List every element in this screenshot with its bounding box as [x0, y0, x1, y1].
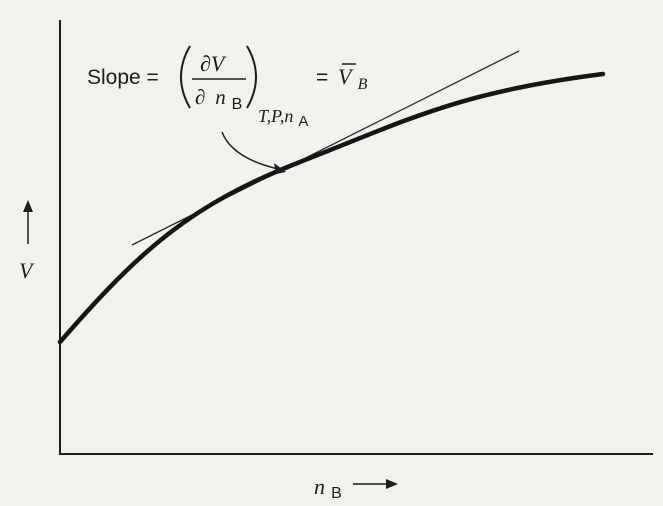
y-axis-arrowhead [23, 200, 33, 212]
constraints-subscript: T,P,n A [258, 106, 308, 130]
equals-sign: = [316, 66, 328, 89]
denominator-subscript: B [232, 96, 243, 113]
result-subscript: B [358, 76, 368, 93]
volume-curve [57, 71, 606, 345]
denominator-n: n [215, 85, 226, 109]
annotation-arrowhead [274, 163, 286, 174]
constraints-subscript-a: A [298, 113, 308, 130]
partial-molar-volume: V B [338, 64, 368, 93]
right-paren [246, 45, 257, 109]
partial-symbol: ∂ [195, 85, 205, 109]
result-var: V [338, 64, 354, 89]
x-axis-n: n [314, 474, 325, 499]
x-axis-subscript: B [331, 485, 342, 502]
constraints-text: T,P,n [258, 106, 293, 126]
x-axis-arrowhead [386, 479, 398, 489]
slope-label: Slope = [87, 66, 159, 89]
x-axis-label: n B [314, 474, 342, 502]
partial-numerator: ∂V [200, 51, 227, 76]
annotation-pointer [221, 131, 279, 170]
partial-denominator: ∂ n B [195, 85, 242, 113]
left-paren [180, 45, 191, 109]
y-axis-label: V [19, 258, 35, 283]
